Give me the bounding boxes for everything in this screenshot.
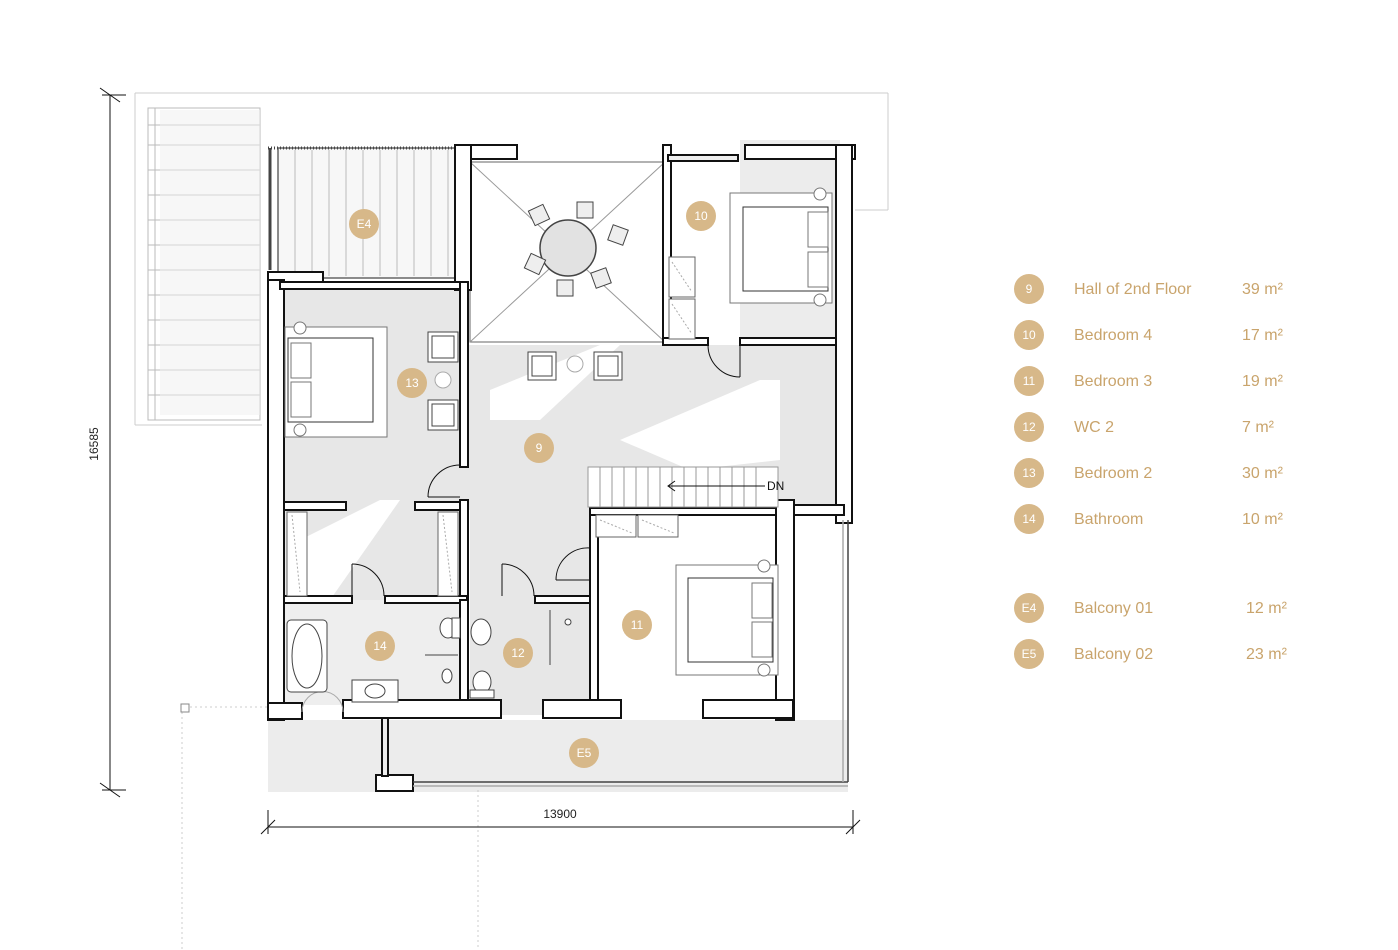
badge-10 [686, 201, 716, 231]
bed-bedroom-3 [675, 559, 779, 677]
badge-e5-label: E5 [577, 746, 592, 760]
legend-room-name: Hall of 2nd Floor [1074, 281, 1192, 298]
legend-row: 14 Bathroom 10 m² [1014, 504, 1314, 536]
balcony-e4-area [268, 146, 457, 279]
bed-bedroom-4 [729, 187, 833, 307]
badge-e5 [569, 738, 599, 768]
legend-badge: 13 [1014, 458, 1044, 488]
legend-room-area: 7 m² [1242, 419, 1274, 436]
badge-11 [622, 610, 652, 640]
legend-badge: 10 [1014, 320, 1044, 350]
badge-12 [503, 638, 533, 668]
legend-badge: 9 [1014, 274, 1044, 304]
legend-room-name: Bathroom [1074, 511, 1144, 528]
walls [267, 144, 856, 792]
badge-11-label: 11 [631, 618, 644, 632]
legend-row: E4 Balcony 01 12 m² [1014, 593, 1314, 625]
legend-room-area: 10 m² [1242, 511, 1283, 528]
legend-room-name: Bedroom 2 [1074, 465, 1153, 482]
legend-row: 11 Bedroom 3 19 m² [1014, 366, 1314, 398]
legend-row: 10 Bedroom 4 17 m² [1014, 320, 1314, 352]
legend-balcony-name: Balcony 01 [1074, 600, 1154, 617]
badge-14-label: 14 [373, 639, 387, 653]
legend-room-area: 30 m² [1242, 465, 1283, 482]
dimension-lines [99, 87, 861, 835]
legend-room-name: Bedroom 3 [1074, 373, 1153, 390]
bed-bedroom-2 [284, 321, 388, 438]
legend-balcony-name: Balcony 02 [1074, 646, 1154, 663]
room-badges: E4 10 13 9 11 14 12 E5 [349, 201, 716, 768]
legend-badge: 14 [1014, 504, 1044, 534]
stair-arrow [667, 480, 765, 492]
legend-badge: 11 [1014, 366, 1044, 396]
legend-room-name: WC 2 [1074, 419, 1114, 436]
stair-direction-label: DN [767, 479, 784, 493]
badge-12-label: 12 [511, 646, 525, 660]
legend-room-name: Bedroom 4 [1074, 327, 1153, 344]
wardrobes [286, 256, 696, 597]
badge-9-label: 9 [536, 441, 543, 455]
legend-room-area: 19 m² [1242, 373, 1283, 390]
badge-9 [524, 433, 554, 463]
legend-row: 12 WC 2 7 m² [1014, 412, 1314, 444]
badge-e4-label: E4 [357, 217, 372, 231]
badge-13 [397, 368, 427, 398]
badge-10-label: 10 [694, 209, 708, 223]
guide-lines [134, 92, 889, 950]
width-dimension: 13900 [543, 807, 577, 821]
staircase [587, 466, 779, 508]
legend-row: 9 Hall of 2nd Floor 39 m² [1014, 274, 1314, 306]
legend-balcony-area: 23 m² [1246, 646, 1287, 663]
badge-13-label: 13 [405, 376, 419, 390]
legend-row: 13 Bedroom 2 30 m² [1014, 458, 1314, 490]
legend-badge: E4 [1014, 593, 1044, 623]
legend-room-area: 17 m² [1242, 327, 1283, 344]
legend-balcony-area: 12 m² [1246, 600, 1287, 617]
height-dimension: 16585 [87, 427, 101, 461]
void-atrium [469, 161, 666, 343]
bathroom-fixtures [286, 610, 572, 703]
legend-row: E5 Balcony 02 23 m² [1014, 639, 1314, 671]
badge-14 [365, 631, 395, 661]
hall-armchairs [427, 331, 623, 431]
legend-room-area: 39 m² [1242, 281, 1283, 298]
badge-e4 [349, 209, 379, 239]
legend-badge: E5 [1014, 639, 1044, 669]
balcony-e5-rail [413, 520, 849, 787]
doors [301, 344, 741, 713]
legend-badge: 12 [1014, 412, 1044, 442]
